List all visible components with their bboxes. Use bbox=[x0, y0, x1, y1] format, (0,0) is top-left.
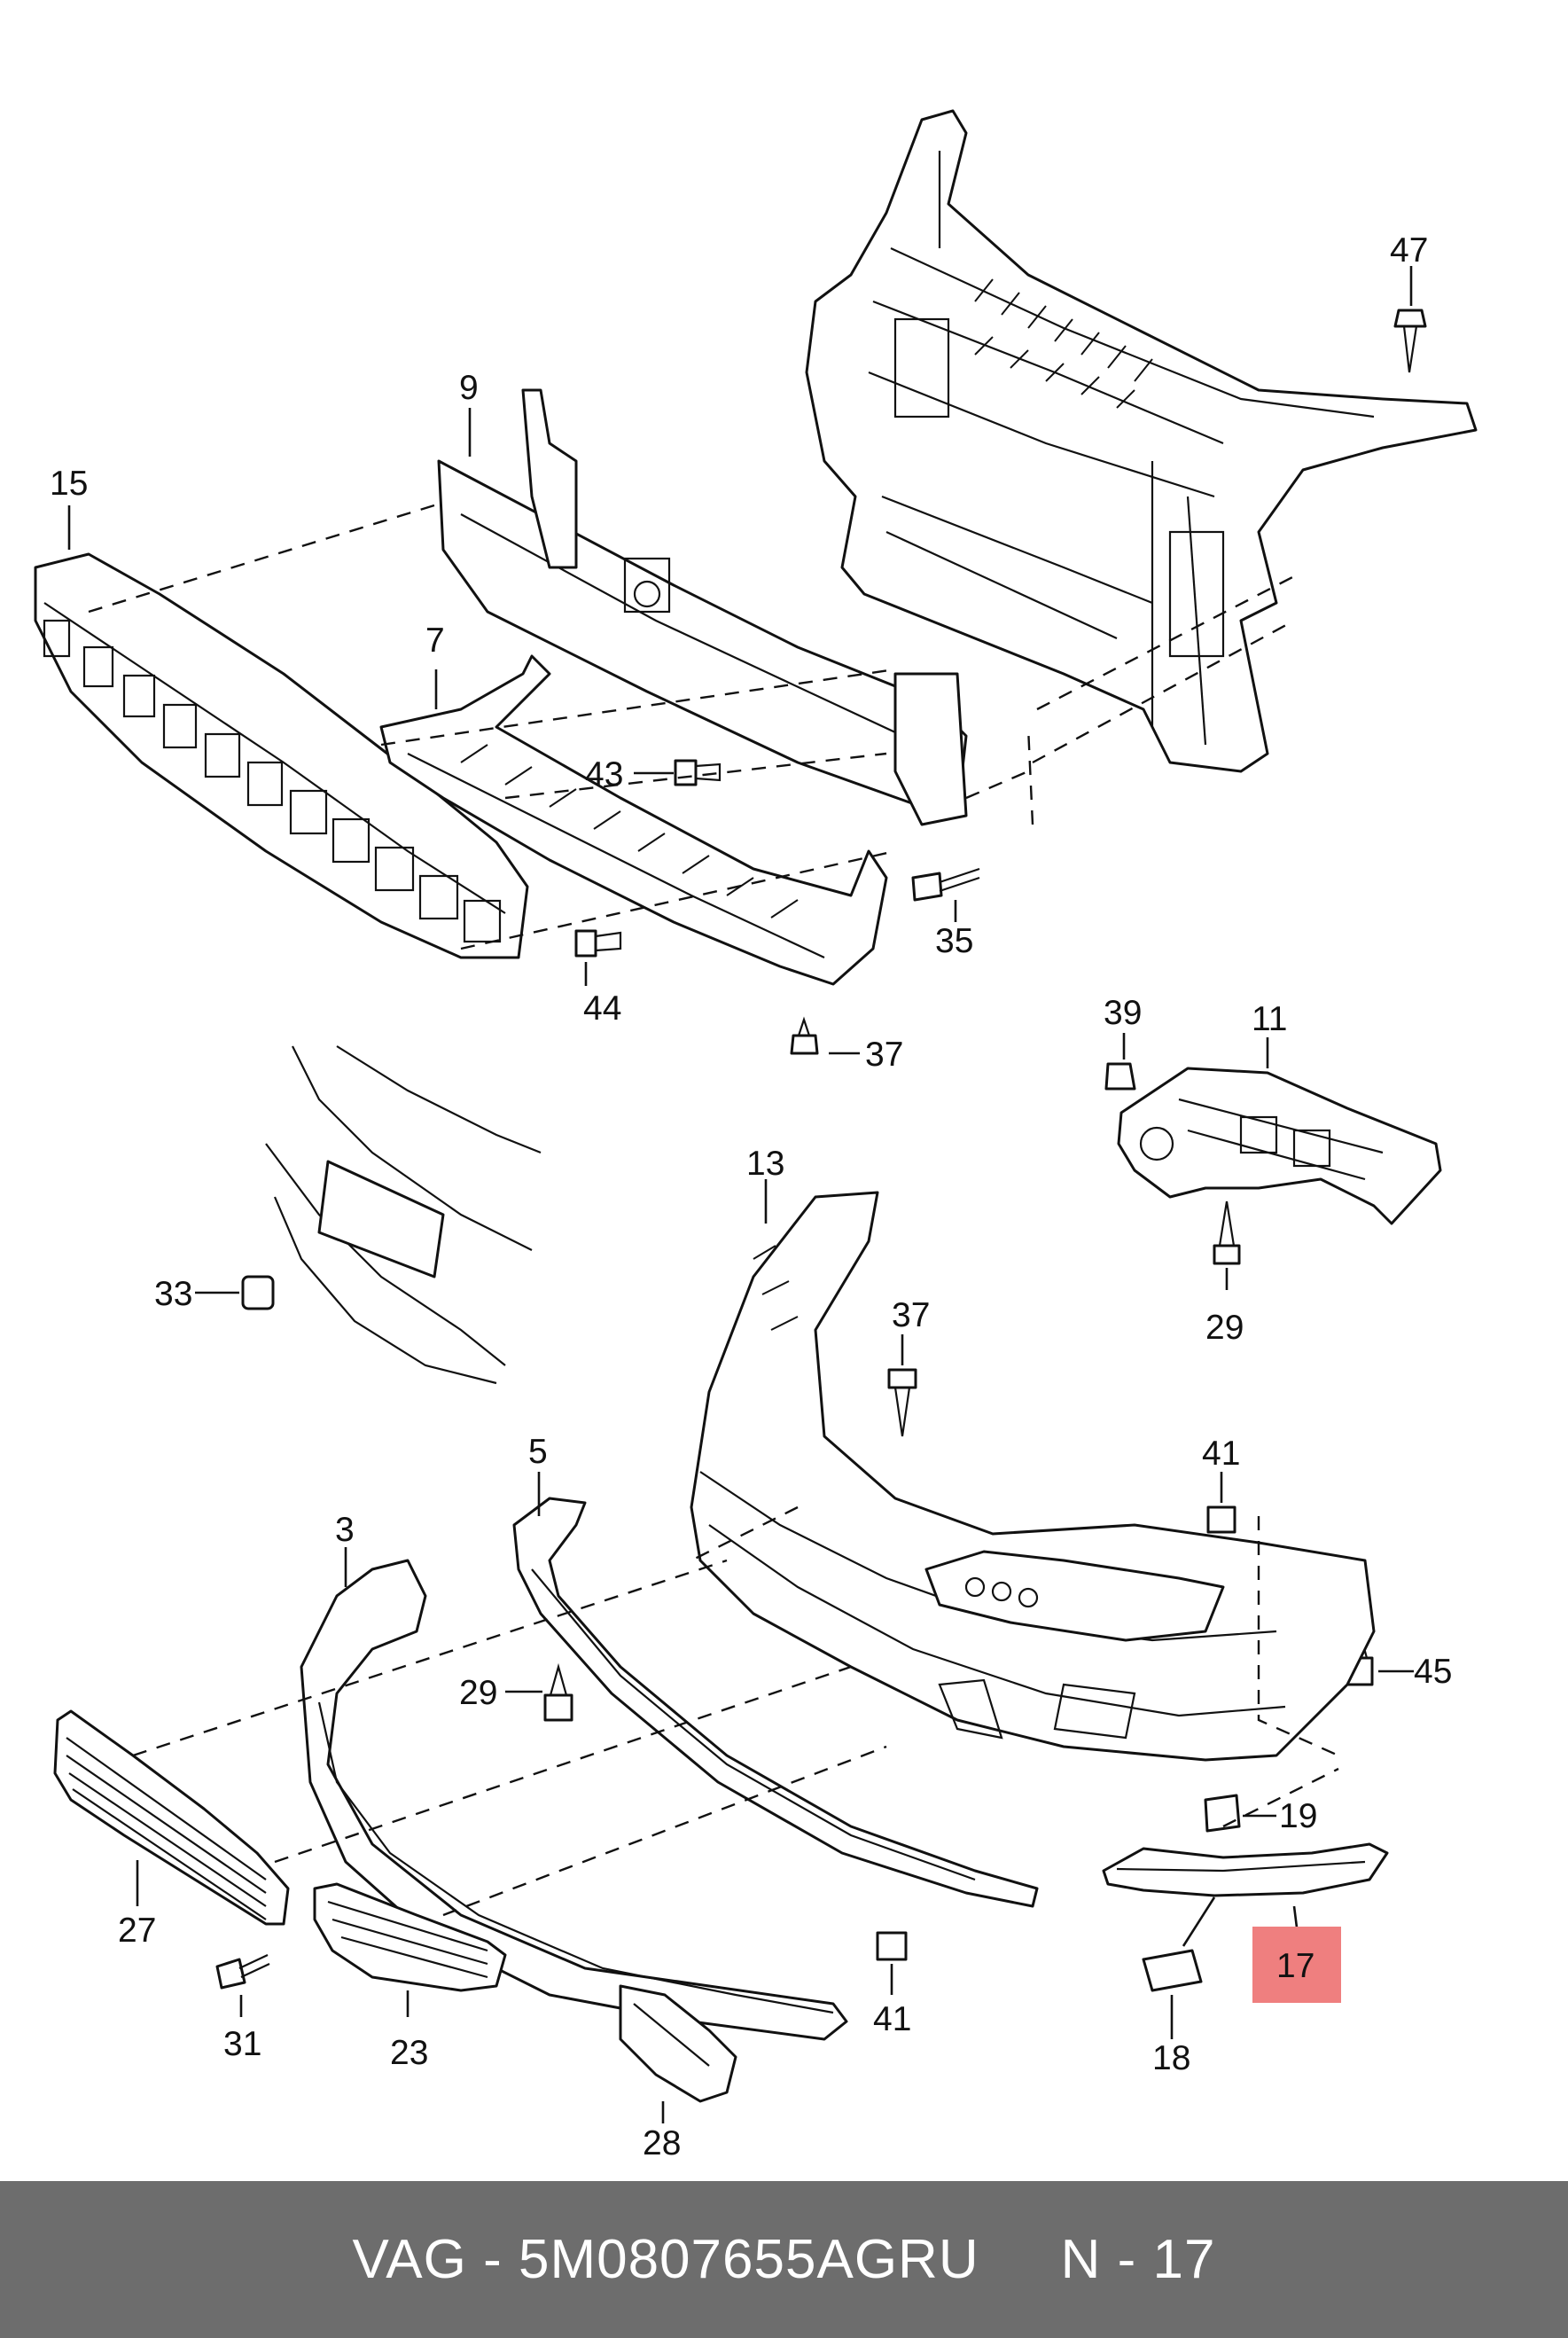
callout-28: 28 bbox=[643, 2124, 681, 2162]
diagram-position: N - 17 bbox=[1060, 2229, 1216, 2290]
callout-47: 47 bbox=[1390, 231, 1428, 270]
callout-19: 19 bbox=[1279, 1797, 1317, 1835]
callout-37-mid: 37 bbox=[892, 1296, 930, 1334]
callout-9: 9 bbox=[459, 369, 479, 407]
highlight-box-17 bbox=[1252, 1927, 1341, 2003]
lower-carrier-drawing bbox=[379, 654, 888, 986]
callout-33: 33 bbox=[154, 1275, 192, 1313]
callout-41-mid: 41 bbox=[1202, 1435, 1240, 1473]
bracket-28-drawing bbox=[619, 1984, 737, 2103]
part-number: 5M0807655AGRU bbox=[518, 2229, 979, 2290]
callout-17: 17 bbox=[1276, 1947, 1314, 1985]
fog-grille-23-drawing bbox=[313, 1882, 507, 1992]
callout-45: 45 bbox=[1414, 1653, 1452, 1691]
fastener-drawings bbox=[215, 309, 1427, 1990]
leader-lines bbox=[67, 266, 1414, 2123]
callout-44: 44 bbox=[583, 989, 621, 1028]
brand-label: VAG - bbox=[352, 2229, 503, 2290]
callout-29-lower: 29 bbox=[459, 1674, 497, 1712]
callout-11: 11 bbox=[1252, 1000, 1288, 1038]
callout-13: 13 bbox=[746, 1145, 784, 1183]
callout-31: 31 bbox=[223, 2025, 261, 2063]
exploded-parts-diagram: 15 9 7 47 43 35 44 37 39 11 13 33 29 37 … bbox=[34, 109, 1478, 2162]
bracket-drawing bbox=[1117, 1067, 1442, 1225]
cap-18-drawing bbox=[1142, 1949, 1203, 1992]
impact-beam-drawing bbox=[437, 388, 968, 826]
callout-labels: 15 9 7 47 43 35 44 37 39 11 13 33 29 37 … bbox=[50, 231, 1452, 2162]
bumper-cover-drawing bbox=[690, 1191, 1376, 1762]
callout-15: 15 bbox=[50, 465, 88, 503]
callout-5: 5 bbox=[528, 1433, 548, 1471]
callout-39: 39 bbox=[1104, 994, 1142, 1032]
car-front-fragment-drawing bbox=[265, 1045, 542, 1385]
callout-3: 3 bbox=[335, 1511, 355, 1549]
callout-43: 43 bbox=[585, 755, 623, 794]
callout-23: 23 bbox=[390, 2034, 428, 2072]
callout-18: 18 bbox=[1152, 2039, 1190, 2077]
grille-27-drawing bbox=[53, 1709, 290, 1926]
callout-27: 27 bbox=[118, 1912, 156, 1950]
trim-strip-5-drawing bbox=[512, 1497, 1039, 1908]
molding-strip-17-drawing bbox=[1102, 1842, 1389, 1897]
energy-absorber-drawing bbox=[34, 552, 529, 959]
part-info-footer: VAG - 5M0807655AGRU N - 17 bbox=[0, 2181, 1568, 2338]
callout-37-top: 37 bbox=[865, 1036, 903, 1074]
callout-41-lower: 41 bbox=[873, 2000, 911, 2038]
callout-29-right: 29 bbox=[1205, 1309, 1244, 1347]
front-carrier-drawing bbox=[805, 109, 1478, 773]
assembly-lines bbox=[88, 504, 1339, 1917]
callout-35: 35 bbox=[935, 922, 973, 960]
callout-7: 7 bbox=[425, 622, 445, 660]
